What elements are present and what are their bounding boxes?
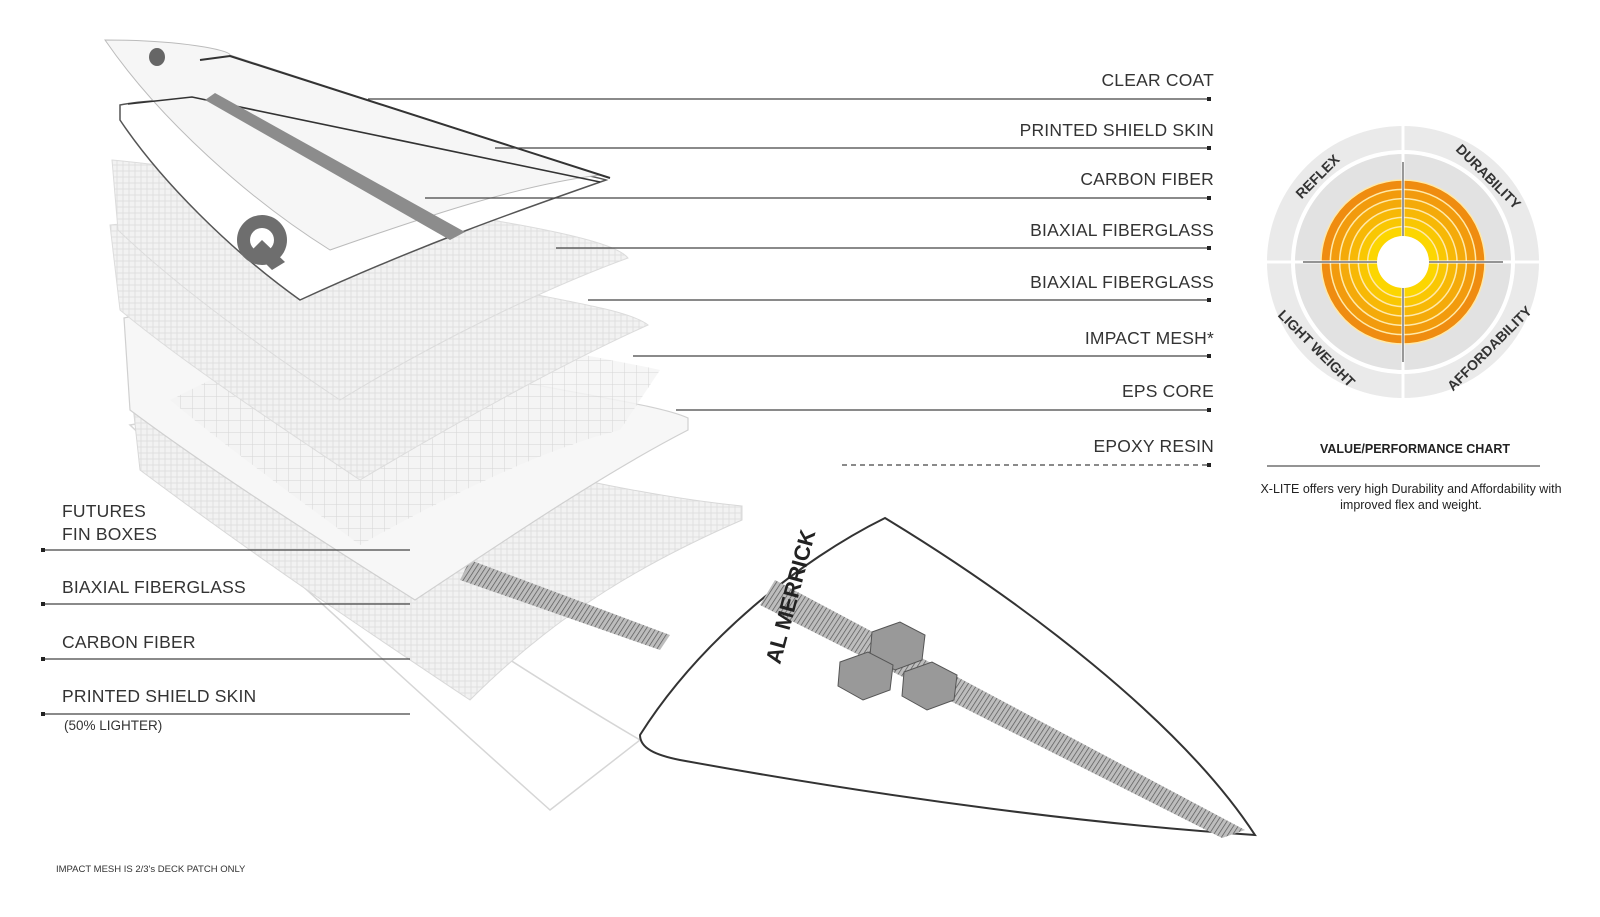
label-biaxial-fiberglass-1: BIAXIAL FIBERGLASS — [1030, 220, 1214, 240]
label-printed-shield-skin: PRINTED SHIELD SKIN — [1019, 120, 1214, 140]
label-impact-mesh: IMPACT MESH* — [1084, 328, 1214, 348]
deck-rail-line — [199, 54, 611, 179]
top-carbon-strip — [205, 93, 465, 240]
label-lighter-note: (50% LIGHTER) — [64, 718, 163, 733]
q-logo-icon — [237, 215, 287, 270]
label-clear-coat: CLEAR COAT — [1101, 70, 1214, 90]
leash-plug-icon — [149, 48, 165, 66]
hex-logo-icon — [837, 621, 958, 711]
label-futures: FUTURES — [62, 501, 147, 521]
deck-inner-line — [127, 96, 601, 183]
label-left-printed-skin: PRINTED SHIELD SKIN — [62, 686, 257, 706]
performance-chart: REFLEX DURABILITY AFFORDABILITY LIGHT WE… — [1267, 126, 1539, 398]
label-epoxy-resin: EPOXY RESIN — [1093, 436, 1214, 456]
label-fin-boxes: FIN BOXES — [62, 524, 158, 544]
label-biaxial-fiberglass-2: BIAXIAL FIBERGLASS — [1030, 272, 1214, 292]
label-left-biaxial: BIAXIAL FIBERGLASS — [62, 577, 246, 597]
footnote: IMPACT MESH IS 2/3's DECK PATCH ONLY — [56, 864, 246, 875]
label-carbon-fiber: CARBON FIBER — [1080, 169, 1214, 189]
layer-bottom-carbon — [460, 560, 670, 650]
label-eps-core: EPS CORE — [1121, 381, 1214, 401]
label-left-carbon: CARBON FIBER — [62, 632, 196, 652]
chart-description: X-LITE offers very high Durability and A… — [1260, 482, 1562, 512]
chart-title: VALUE/PERFORMANCE CHART — [1319, 442, 1511, 456]
chart-center — [1377, 236, 1429, 288]
